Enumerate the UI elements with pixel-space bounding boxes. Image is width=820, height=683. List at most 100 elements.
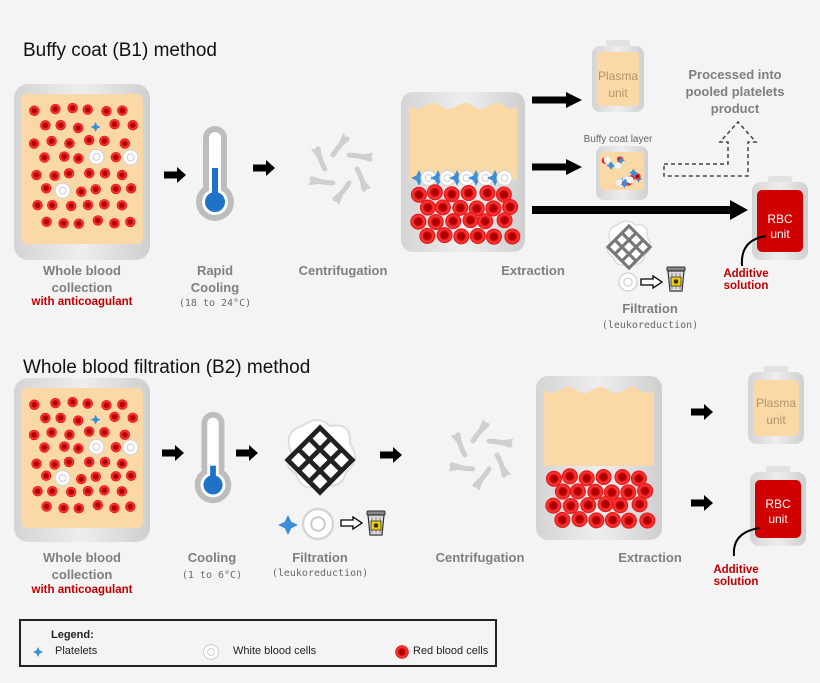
red-blood-cell (588, 512, 605, 529)
legend-title: Legend: (51, 629, 94, 641)
red-blood-cell (76, 473, 87, 485)
red-blood-cell (72, 122, 84, 134)
red-blood-cell (32, 486, 43, 497)
red-blood-cell (92, 499, 104, 511)
red-blood-cell (434, 199, 451, 216)
b1-filter-wbc-icon (618, 272, 638, 292)
red-blood-cell (477, 213, 494, 230)
b2-arrow-1 (162, 445, 184, 461)
white-blood-cell (614, 162, 622, 170)
red-blood-cell (73, 503, 84, 514)
red-blood-cell (64, 429, 75, 440)
red-blood-cell (562, 497, 579, 514)
b2-whole-blood-bag (14, 378, 150, 542)
b2-cooling-label: Cooling (187, 550, 237, 565)
legend-wbc-icon (202, 643, 220, 661)
red-blood-cell (28, 429, 40, 441)
b1-rbc-bag (752, 176, 808, 260)
red-blood-cell (90, 471, 101, 482)
b2-arrow-rbc (691, 495, 713, 511)
red-blood-cell (445, 213, 462, 230)
b1-arrow-plasma (532, 92, 582, 108)
b2-centrifuge-icon (436, 410, 526, 500)
red-blood-cell (84, 168, 95, 179)
red-blood-cell (620, 512, 637, 529)
red-blood-cell (631, 496, 648, 513)
red-blood-cell (72, 415, 84, 426)
b2-title: Whole blood filtration (B2) method (23, 357, 311, 378)
legend-platelet-icon (33, 647, 43, 657)
red-blood-cell (561, 468, 578, 485)
red-blood-cell (73, 443, 84, 454)
legend-platelets-label: Platelets (55, 645, 98, 657)
b2-anticoag-label: with anticoagulant (31, 584, 133, 596)
red-blood-cell (65, 200, 77, 212)
b2-additive-curve (732, 527, 761, 557)
b2-extraction-label: Extraction (618, 550, 682, 565)
b1-arrow-rbc (532, 200, 748, 220)
red-blood-cell (109, 218, 120, 229)
red-blood-cell (31, 458, 42, 469)
red-blood-cell (116, 200, 128, 211)
red-blood-cell (614, 469, 631, 486)
red-blood-cell (40, 470, 52, 481)
red-blood-cell (83, 426, 95, 437)
red-blood-cell (426, 184, 443, 201)
b1-anticoag-label: with anticoagulant (31, 296, 133, 308)
red-blood-cell (116, 169, 128, 181)
white-blood-cell (88, 148, 105, 165)
b1-thermometer-icon (196, 126, 234, 221)
b1-filtration-label: Filtration (622, 301, 678, 316)
white-blood-cell (122, 439, 139, 456)
red-blood-cell (49, 459, 60, 470)
b2-filter-platelet-icon (278, 515, 298, 535)
red-blood-cell (50, 103, 61, 115)
b2-waste-bin-icon (366, 510, 386, 536)
b1-plasma-bag (592, 40, 644, 112)
b1-filter-icon (605, 220, 653, 271)
red-blood-cell (39, 442, 50, 453)
red-blood-cell (410, 213, 427, 230)
red-blood-cell (99, 168, 111, 179)
red-blood-cell (40, 412, 51, 424)
red-blood-cell (63, 168, 75, 179)
red-blood-cell (578, 470, 595, 487)
b1-additive-curve (740, 235, 767, 267)
red-blood-cell (32, 200, 43, 211)
red-blood-cell (67, 102, 78, 114)
red-blood-cell (110, 471, 122, 482)
b2-arrow-plasma (691, 404, 713, 420)
red-blood-cell (39, 152, 50, 163)
red-blood-cell (117, 105, 128, 116)
red-blood-cell (419, 199, 436, 216)
red-blood-cell (109, 502, 120, 514)
red-blood-cell (41, 216, 52, 227)
red-blood-cell (462, 212, 479, 229)
b2-rbc-bag (750, 466, 806, 546)
b2-filtration-label: Filtration (292, 550, 348, 565)
red-blood-cell (59, 151, 70, 162)
red-blood-cell (64, 138, 75, 149)
white-blood-cell (496, 169, 513, 187)
red-blood-cell (436, 227, 453, 244)
b1-centrifuge-icon (296, 124, 386, 214)
red-blood-cell (545, 497, 562, 514)
red-blood-cell (46, 427, 57, 438)
red-blood-cell (28, 138, 40, 149)
red-blood-cell (125, 183, 137, 194)
red-blood-cell (110, 183, 122, 195)
red-blood-cell (55, 120, 66, 131)
red-blood-cell (597, 496, 614, 513)
red-blood-cell (460, 184, 477, 201)
red-blood-cell (29, 105, 40, 116)
b2-plasma-bag (748, 366, 804, 444)
red-blood-cell (125, 470, 137, 481)
red-blood-cell (63, 456, 75, 468)
red-blood-cell (554, 483, 571, 500)
b2-centrifugation-label: Centrifugation (435, 550, 525, 565)
white-blood-cell (122, 149, 139, 166)
red-blood-cell (90, 184, 101, 195)
